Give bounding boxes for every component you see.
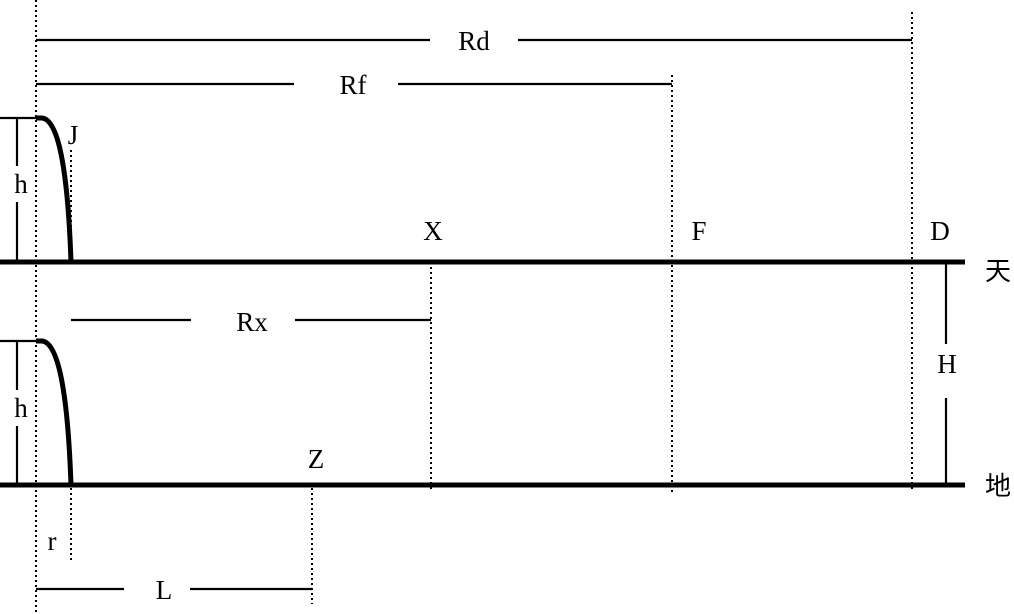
rf-label: Rf bbox=[340, 70, 367, 100]
rd-label: Rd bbox=[458, 26, 490, 56]
j-label: J bbox=[68, 120, 79, 150]
r-label: r bbox=[48, 526, 57, 556]
sky-label: 天 bbox=[985, 257, 1011, 287]
lower-h-label: h bbox=[14, 393, 28, 423]
big-h-label: H bbox=[937, 349, 957, 379]
rx-label: Rx bbox=[236, 307, 268, 337]
upper-tower-curve bbox=[36, 115, 74, 263]
z-label: Z bbox=[308, 444, 325, 474]
l-label: L bbox=[156, 575, 173, 605]
upper-h-label: h bbox=[14, 169, 28, 199]
d-label: D bbox=[930, 216, 950, 246]
earth-label: 地 bbox=[985, 472, 1011, 502]
lower-tower-curve bbox=[36, 338, 74, 486]
x-label: X bbox=[423, 216, 443, 246]
f-label: F bbox=[691, 216, 706, 246]
